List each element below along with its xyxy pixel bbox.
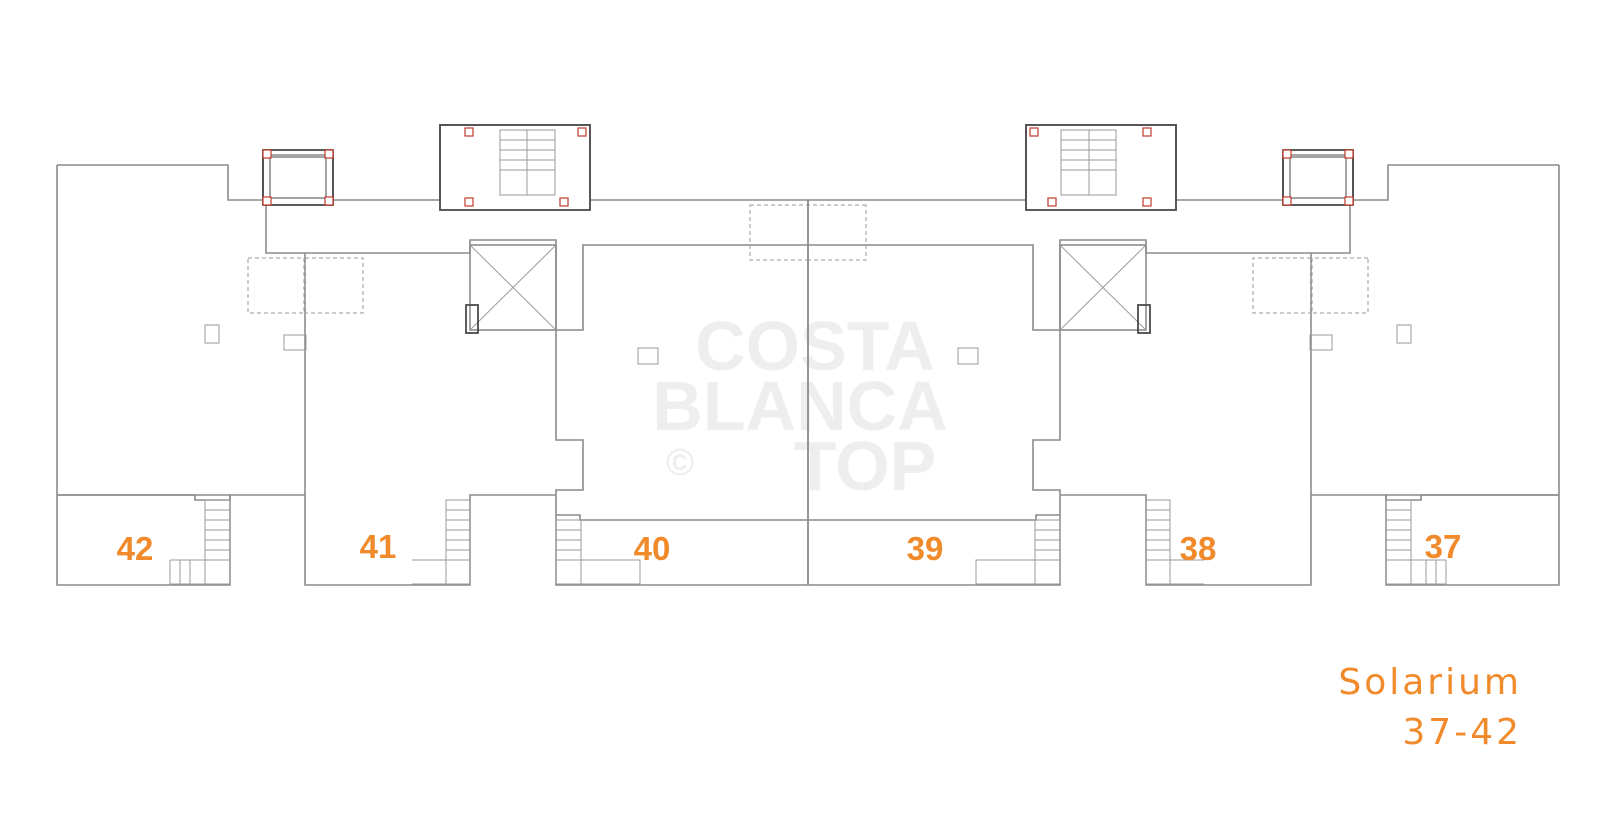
- watermark-copyright: ©: [666, 442, 694, 484]
- watermark-line-3: TOP: [794, 427, 937, 505]
- unit-37-label: 37: [1425, 528, 1462, 565]
- plan-caption-title: Solarium: [1338, 662, 1522, 703]
- watermark: COSTA BLANCA TOP ©: [652, 307, 948, 505]
- unit-42-outline: [56, 165, 231, 586]
- plan-caption-range: 37-42: [1402, 712, 1522, 753]
- unit-41-outline: [304, 494, 556, 586]
- unit-41-label: 41: [360, 528, 397, 565]
- lift-shaft-left: [465, 244, 557, 334]
- unit-40-outline: [555, 330, 808, 586]
- stair-core-left: [439, 124, 591, 211]
- unit-40-skylight: [749, 204, 809, 261]
- unit-41-skylight: [304, 257, 364, 314]
- corridor-wall-outer: [57, 124, 808, 201]
- lift-core-left: [262, 149, 334, 206]
- plan-left-half: [56, 124, 809, 586]
- unit-42-skylight: [247, 257, 305, 314]
- unit-40-duct: [637, 347, 659, 365]
- unit-42-vent: [283, 334, 307, 351]
- corridor-wall-inner: [265, 205, 305, 254]
- unit-38-label: 38: [1180, 530, 1217, 567]
- unit-42-terrace-wall: [57, 494, 305, 501]
- unit-42-stair: [169, 499, 231, 585]
- unit-labels: 42 41 40 39 38 37: [117, 528, 1462, 567]
- unit-42-label: 42: [117, 530, 154, 567]
- unit-39-label: 39: [907, 530, 944, 567]
- unit-40-label: 40: [634, 530, 671, 567]
- unit-40-stair: [555, 519, 641, 585]
- unit-42-duct: [204, 324, 220, 344]
- watermark-line-1: COSTA: [695, 307, 935, 385]
- unit-41-stair: [412, 499, 471, 585]
- watermark-line-2: BLANCA: [652, 367, 948, 445]
- unit-40-terrace-wall: [556, 514, 808, 521]
